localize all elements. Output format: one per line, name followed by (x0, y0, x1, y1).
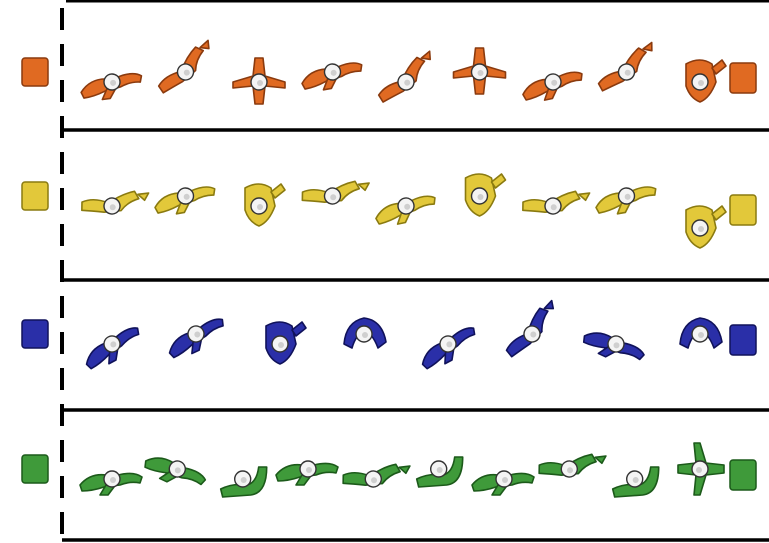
lane-orange (22, 40, 769, 130)
lane-blue (22, 301, 769, 410)
player-figure-orange (79, 70, 144, 102)
player-figure-yellow (153, 183, 218, 217)
player-figure-green (142, 448, 208, 496)
player-figure-green (80, 471, 142, 495)
player-figure-green (613, 467, 659, 497)
lane-yellow (22, 167, 769, 280)
start-cone-yellow (22, 182, 48, 210)
end-cone-yellow (730, 195, 756, 225)
player-figure-yellow (373, 192, 439, 228)
player-figure-orange (592, 42, 661, 91)
player-figure-yellow (245, 184, 285, 226)
player-figure-blue (416, 323, 482, 373)
player-figure-yellow (80, 177, 149, 226)
player-figure-orange (150, 40, 220, 93)
player-figure-yellow (686, 206, 726, 248)
player-figure-blue (80, 323, 146, 373)
player-figure-orange (520, 68, 586, 104)
player-figure-yellow (594, 183, 659, 217)
start-cone-blue (22, 320, 48, 348)
start-cone-orange (22, 58, 48, 86)
player-figure-blue (680, 318, 722, 348)
player-figure-orange (454, 48, 506, 94)
player-figure-green (276, 461, 338, 485)
start-cone-green (22, 455, 48, 483)
player-figure-green (341, 450, 410, 499)
player-figure-blue (344, 318, 386, 348)
player-figure-orange (233, 58, 285, 104)
player-figure-green (678, 443, 724, 495)
player-figure-blue (164, 314, 230, 362)
player-figure-green (221, 467, 267, 497)
lane-green (22, 440, 769, 540)
end-cone-green (730, 460, 756, 490)
player-figure-green (537, 440, 606, 489)
player-figure-orange (686, 60, 726, 102)
player-figure-orange (371, 51, 440, 102)
player-figure-orange (300, 59, 365, 93)
player-figure-blue (496, 301, 567, 358)
player-figure-yellow (521, 177, 590, 226)
end-cone-orange (730, 63, 756, 93)
player-figure-yellow (466, 174, 506, 216)
end-cone-blue (730, 325, 756, 355)
player-figure-blue (580, 323, 646, 371)
player-figure-yellow (300, 167, 369, 216)
player-figure-green (472, 471, 534, 495)
player-figure-green (417, 457, 463, 487)
player-figure-blue (266, 322, 306, 364)
